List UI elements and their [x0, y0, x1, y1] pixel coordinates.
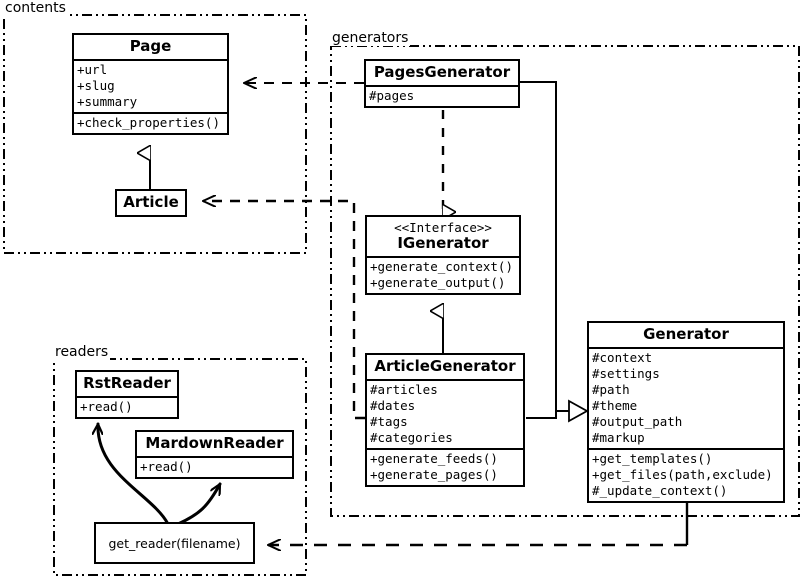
operation: #_update_context() — [592, 483, 728, 498]
class-operations-articlegenerator: +generate_feeds() +generate_pages() — [367, 450, 523, 485]
class-box-generator[interactable]: Generator #context #settings #path #them… — [587, 321, 785, 503]
attribute: +summary — [77, 94, 138, 109]
class-name-articlegenerator: ArticleGenerator — [374, 357, 516, 375]
operation: +generate_output() — [370, 275, 506, 290]
class-operations-mardownreader: +read() — [137, 458, 292, 477]
class-operations-rstreader: +read() — [77, 398, 177, 417]
attribute: +slug — [77, 78, 115, 93]
attribute: #tags — [370, 414, 408, 429]
relation-articlegenerator-uses-article — [203, 201, 365, 420]
package-label-contents: contents — [3, 0, 68, 16]
attribute: #settings — [592, 366, 660, 381]
operation: +read() — [140, 459, 193, 474]
attribute: #output_path — [592, 414, 683, 429]
class-box-articlegenerator[interactable]: ArticleGenerator #articles #dates #tags … — [365, 353, 525, 487]
class-separator — [367, 448, 523, 450]
relation-get_reader-creates-mardownreader — [176, 484, 222, 526]
class-attributes-pagesgenerator: #pages — [366, 87, 518, 106]
class-attributes-page: +url +slug +summary — [74, 61, 227, 112]
class-name-text: IGenerator — [397, 234, 489, 252]
class-separator — [589, 347, 783, 349]
operation: +read() — [80, 399, 133, 414]
operation: +check_properties() — [77, 115, 220, 130]
class-box-rstreader[interactable]: RstReader +read() — [75, 370, 179, 419]
package-label-readers: readers — [53, 344, 111, 360]
class-separator — [137, 456, 292, 458]
attribute: #path — [592, 382, 630, 397]
attribute: #markup — [592, 430, 645, 445]
class-operations-igenerator: +generate_context() +generate_output() — [367, 258, 519, 293]
class-separator — [589, 448, 783, 450]
attribute: +url — [77, 62, 108, 77]
class-separator — [74, 59, 227, 61]
relation-generator-uses-get_reader — [268, 503, 689, 545]
attribute: #context — [592, 350, 653, 365]
class-separator — [367, 256, 519, 258]
class-name-generator: Generator — [643, 325, 729, 343]
class-box-pagesgenerator[interactable]: PagesGenerator #pages — [364, 59, 520, 108]
attribute: #pages — [369, 88, 415, 103]
class-name-page: Page — [129, 37, 172, 55]
attribute: #categories — [370, 430, 453, 445]
operation: +generate_feeds() — [370, 451, 498, 466]
class-box-article[interactable]: Article — [115, 189, 187, 217]
class-attributes-generator: #context #settings #path #theme #output_… — [589, 349, 783, 448]
operation: +generate_pages() — [370, 467, 498, 482]
relation-pagesgenerator-extends-generator — [520, 81, 569, 412]
class-stereotype-igenerator: <<Interface>> — [394, 220, 492, 235]
class-box-igenerator[interactable]: <<Interface>> IGenerator +generate_conte… — [365, 215, 521, 295]
class-name-pagesgenerator: PagesGenerator — [373, 63, 511, 81]
class-separator — [367, 379, 523, 381]
class-separator — [77, 396, 177, 398]
function-box-get-reader[interactable]: get_reader(filename) — [94, 522, 255, 564]
class-separator — [74, 112, 227, 114]
class-name-igenerator: <<Interface>> IGenerator — [367, 217, 519, 256]
function-label: get_reader(filename) — [108, 535, 241, 551]
class-box-mardownreader[interactable]: MardownReader +read() — [135, 430, 294, 479]
operation: +generate_context() — [370, 259, 513, 274]
operation: +get_templates() — [592, 451, 713, 466]
package-label-generators: generators — [330, 30, 411, 46]
class-box-page[interactable]: Page +url +slug +summary +check_properti… — [72, 33, 229, 135]
class-attributes-articlegenerator: #articles #dates #tags #categories — [367, 381, 523, 448]
class-name-article: Article — [123, 193, 179, 211]
class-separator — [366, 85, 518, 87]
class-name-rstreader: RstReader — [83, 374, 171, 392]
operation: +get_files(path,exclude) — [592, 467, 773, 482]
class-operations-generator: +get_templates() +get_files(path,exclude… — [589, 450, 783, 501]
class-operations-page: +check_properties() — [74, 114, 227, 133]
attribute: #theme — [592, 398, 638, 413]
attribute: #articles — [370, 382, 438, 397]
class-name-mardownreader: MardownReader — [145, 434, 284, 452]
relation-articlegenerator-extends-generator — [526, 399, 589, 423]
attribute: #dates — [370, 398, 416, 413]
